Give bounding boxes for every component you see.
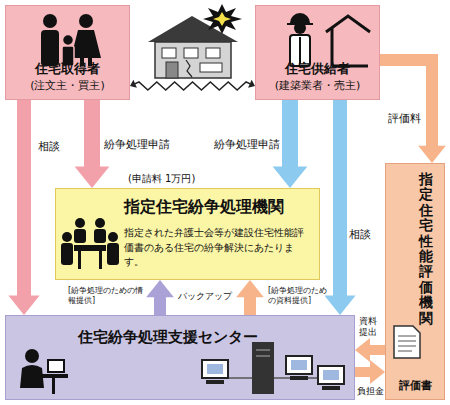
actor-box: 住宅供給者(建築業者・売主) (255, 5, 380, 100)
document-icon (392, 324, 422, 360)
node-title: 指定住宅性能評価機関 (419, 172, 433, 326)
edge-label: 相談 (38, 140, 60, 153)
edge-label: 資料提出 (359, 316, 379, 338)
organization-box: 指定住宅紛争処理機関指定された弁護士会等が建設住宅性能評価書のある住宅の紛争解決… (55, 188, 320, 280)
connector-arrow (146, 280, 174, 315)
node-label: 評価書 (399, 378, 432, 393)
node-subtitle: (建築業者・売主) (275, 78, 361, 93)
connector-arrow (355, 338, 385, 362)
edge-label: 紛争処理申請 (104, 138, 170, 151)
connector-arrow (355, 360, 385, 384)
connector-arrow (130, 80, 255, 90)
connector-arrow (236, 280, 264, 315)
edge-label: 評価料 (388, 112, 421, 125)
edge-label: 相談 (349, 228, 371, 241)
edge-label: 紛争処理申請 (214, 138, 280, 151)
node-title: 住宅紛争処理支援センター (78, 328, 346, 347)
connector-arrow (380, 60, 446, 163)
backup-label: バックアップ (178, 291, 232, 302)
organization-box: 指定住宅性能評価機関評価書 (385, 163, 445, 400)
builder-icon (256, 10, 381, 68)
edge-label: [紛争処理のための資料提供] (268, 286, 328, 305)
node-title: 指定住宅紛争処理機関 (124, 197, 311, 218)
actor-box: 住宅取得者(注文主・買主) (5, 5, 130, 100)
edge-label: 負担金 (357, 386, 384, 396)
node-subtitle: (注文主・買主) (30, 78, 105, 93)
fee-note: (申請料 1万円) (128, 173, 195, 185)
family-icon (6, 10, 131, 68)
connector-arrow (324, 100, 355, 315)
edge-label: [紛争処理のための情報提供] (68, 286, 144, 305)
support-center-box: 住宅紛争処理支援センター (5, 315, 355, 400)
node-title: 住宅取得者 (35, 60, 100, 78)
node-title: 住宅供給者 (285, 60, 350, 78)
connector-arrow (8, 100, 39, 315)
meeting-icon (60, 215, 120, 275)
node-body: 指定された弁護士会等が建設住宅性能評価書のある住宅の紛争解決にあたります。 (124, 226, 311, 270)
